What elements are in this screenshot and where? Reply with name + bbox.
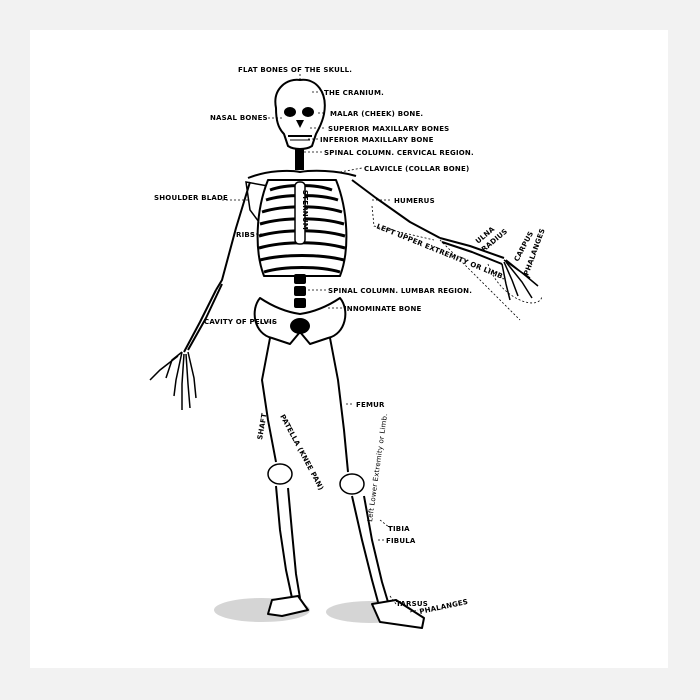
label-flat-bones: FLAT BONES OF THE SKULL.	[238, 66, 352, 74]
label-superior-maxillary: SUPERIOR MAXILLARY BONES	[328, 125, 449, 133]
label-cavity-pelvis: CAVITY OF PELVIS	[204, 318, 277, 326]
label-malar: MALAR (CHEEK) BONE.	[330, 110, 423, 118]
label-tarsus: TARSUS	[396, 600, 428, 608]
lumbar-spine	[294, 274, 306, 308]
label-inferior-maxillary: INFERIOR MAXILLARY BONE	[320, 136, 434, 144]
right-foot	[267, 595, 309, 617]
label-humerus: HUMERUS	[394, 197, 435, 205]
label-spinal-cervical: SPINAL COLUMN. CERVICAL REGION.	[324, 149, 474, 157]
left-hand	[501, 259, 539, 301]
label-left-lower-extremity: Left Lower Extremity or Limb.	[366, 413, 389, 522]
left-foot	[371, 599, 425, 629]
left-patella	[339, 473, 365, 495]
sternum-bone	[294, 181, 306, 245]
print-sheet	[30, 30, 668, 668]
skull	[274, 78, 326, 150]
leader-lines	[222, 74, 543, 613]
label-spinal-lumbar: SPINAL COLUMN. LUMBAR REGION.	[328, 287, 472, 295]
label-tibia: TIBIA	[388, 525, 410, 533]
label-cranium: THE CRANIUM.	[324, 89, 384, 97]
pelvis	[253, 297, 347, 345]
label-innominate: INNOMINATE BONE	[344, 305, 422, 313]
label-nasal-bones: NASAL BONES	[210, 114, 268, 122]
clavicle	[247, 169, 357, 179]
label-femur: FEMUR	[356, 401, 385, 409]
label-ribs: RIBS	[236, 231, 255, 239]
label-clavicle: CLAVICLE (COLLAR BONE)	[364, 165, 469, 173]
rib-cage	[256, 179, 348, 277]
right-arm	[149, 181, 251, 410]
left-arm	[351, 179, 539, 301]
label-shoulder-blade: SHOULDER BLADE	[154, 194, 228, 202]
left-leg	[329, 337, 425, 629]
right-leg	[261, 337, 309, 617]
label-shaft: SHAFT	[256, 412, 269, 440]
label-fibula: FIBULA	[386, 537, 416, 545]
right-patella	[267, 463, 293, 485]
label-sternum: STERNUM	[301, 190, 309, 230]
cervical-spine	[295, 148, 304, 170]
right-hand	[149, 351, 197, 410]
labels: FLAT BONES OF THE SKULL. THE CRANIUM. NA…	[154, 66, 547, 616]
